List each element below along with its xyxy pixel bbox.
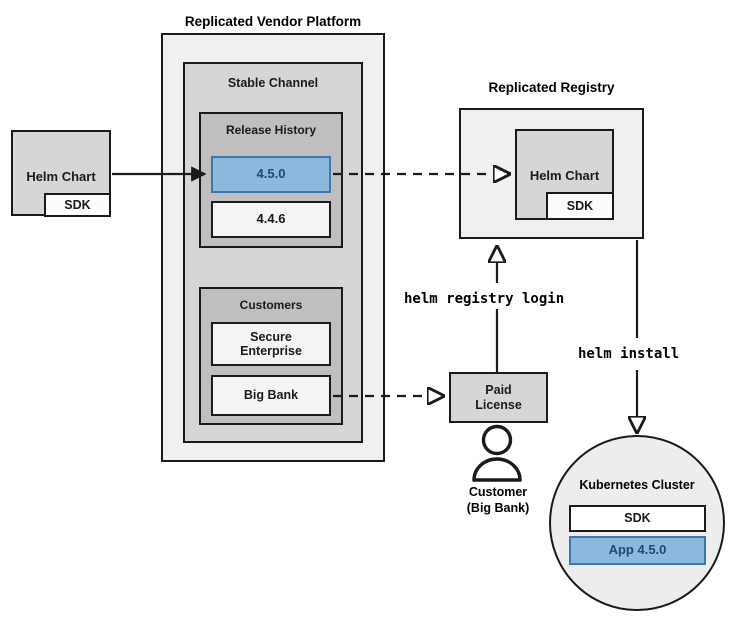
release-history-title: Release History — [225, 123, 317, 137]
stable-channel-title: Stable Channel — [227, 76, 319, 90]
command-helm-install: helm install — [578, 346, 680, 362]
source-sdk-box: SDK — [44, 193, 111, 217]
cluster-component-sdk: SDK — [569, 505, 706, 532]
registry-title: Replicated Registry — [488, 80, 615, 95]
registry-sdk-box: SDK — [546, 192, 614, 220]
paid-license-box: Paid License — [449, 372, 548, 423]
release-item-446[interactable]: 4.4.6 — [211, 201, 331, 238]
customer-item-big-bank[interactable]: Big Bank — [211, 375, 331, 416]
customer-caption: Customer (Big Bank) — [466, 485, 530, 515]
person-icon — [472, 424, 522, 482]
kubernetes-cluster-title: Kubernetes Cluster — [579, 478, 695, 492]
registry-helm-chart-label: Helm Chart — [529, 168, 600, 183]
source-helm-chart-label: Helm Chart — [26, 169, 96, 184]
vendor-platform-title: Replicated Vendor Platform — [184, 14, 362, 29]
customers-title: Customers — [239, 298, 303, 312]
release-item-450[interactable]: 4.5.0 — [211, 156, 331, 193]
cluster-component-app: App 4.5.0 — [569, 536, 706, 565]
command-helm-registry-login: helm registry login — [404, 291, 565, 307]
customer-item-secure-enterprise[interactable]: Secure Enterprise — [211, 322, 331, 366]
